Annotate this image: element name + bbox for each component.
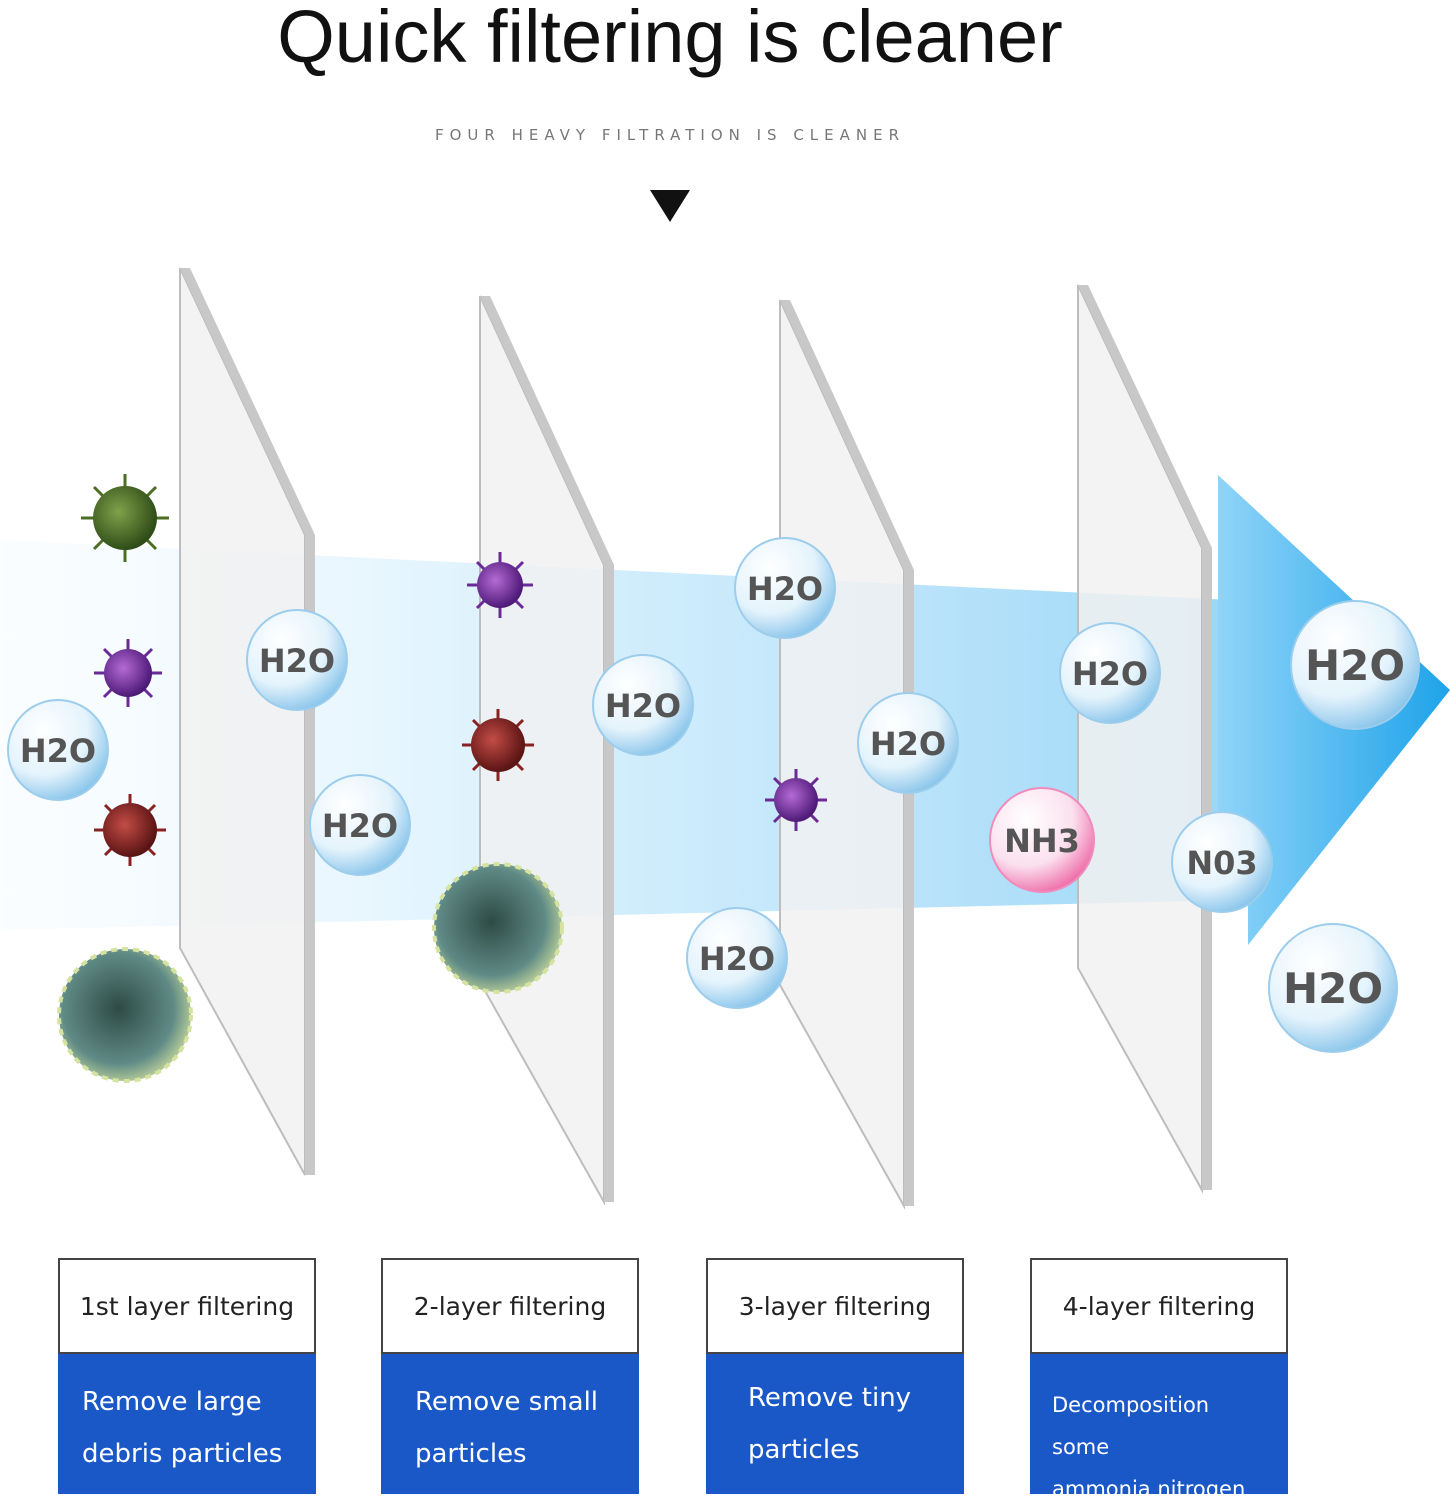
water-bubble: H2O — [7, 699, 109, 801]
svg-text:H2O: H2O — [870, 725, 946, 763]
water-bubble: H2O — [857, 692, 959, 794]
purple-virus-icon — [467, 552, 533, 618]
layer-title: 3-layer filtering — [706, 1258, 964, 1354]
ammonia-bubble: NH3 — [989, 787, 1095, 893]
water-bubble: H2O — [246, 609, 348, 711]
page-subtitle: FOUR HEAVY FILTRATION IS CLEANER — [434, 126, 906, 144]
svg-text:H2O: H2O — [322, 807, 398, 845]
water-bubble: H2O — [1059, 622, 1161, 724]
filter-panel-1 — [179, 267, 315, 1176]
water-bubble: H2O — [592, 654, 694, 756]
filtration-diagram: H2O H2O H2O H2O H2O H2O H2O H2O NH3 N03 … — [0, 267, 1450, 1210]
layer-card-1: 1st layer filtering Remove large debris … — [58, 1258, 316, 1494]
debris-particle-icon — [432, 862, 564, 994]
red-virus-icon — [94, 794, 166, 866]
nitrate-bubble: N03 — [1171, 811, 1273, 913]
layer-title: 2-layer filtering — [381, 1258, 639, 1354]
svg-text:N03: N03 — [1186, 844, 1257, 882]
debris-particle-icon — [57, 947, 193, 1083]
svg-text:NH3: NH3 — [1004, 822, 1080, 860]
water-bubble: H2O — [734, 537, 836, 639]
layer-description: Decomposition some ammonia nitrogen — [1030, 1354, 1288, 1501]
filter-panel-3 — [779, 299, 914, 1210]
layer-title: 1st layer filtering — [58, 1258, 316, 1354]
layer-description: Remove tiny particles — [706, 1354, 964, 1494]
filter-panel-4 — [1077, 284, 1212, 1194]
red-virus-icon — [462, 709, 534, 781]
layer-card-4: 4-layer filtering Decomposition some amm… — [1030, 1258, 1288, 1501]
purple-virus-icon — [765, 769, 827, 831]
green-virus-icon — [81, 474, 169, 562]
water-bubble: H2O — [1268, 923, 1398, 1053]
down-arrow-icon — [650, 190, 690, 222]
purple-virus-icon — [94, 639, 162, 707]
layer-description: Remove small particles — [381, 1354, 639, 1494]
svg-text:H2O: H2O — [1283, 964, 1383, 1013]
svg-text:H2O: H2O — [259, 642, 335, 680]
svg-text:H2O: H2O — [1305, 641, 1405, 690]
svg-text:H2O: H2O — [699, 940, 775, 978]
svg-text:H2O: H2O — [20, 732, 96, 770]
svg-text:H2O: H2O — [605, 687, 681, 725]
layer-description: Remove large debris particles — [58, 1354, 316, 1494]
layer-card-2: 2-layer filtering Remove small particles — [381, 1258, 639, 1494]
water-bubble: H2O — [686, 907, 788, 1009]
water-bubble: H2O — [309, 774, 411, 876]
page-title: Quick filtering is cleaner — [277, 0, 1063, 78]
svg-text:H2O: H2O — [747, 570, 823, 608]
layer-card-3: 3-layer filtering Remove tiny particles — [706, 1258, 964, 1494]
svg-text:H2O: H2O — [1072, 655, 1148, 693]
water-bubble: H2O — [1290, 600, 1420, 730]
layer-title: 4-layer filtering — [1030, 1258, 1288, 1354]
